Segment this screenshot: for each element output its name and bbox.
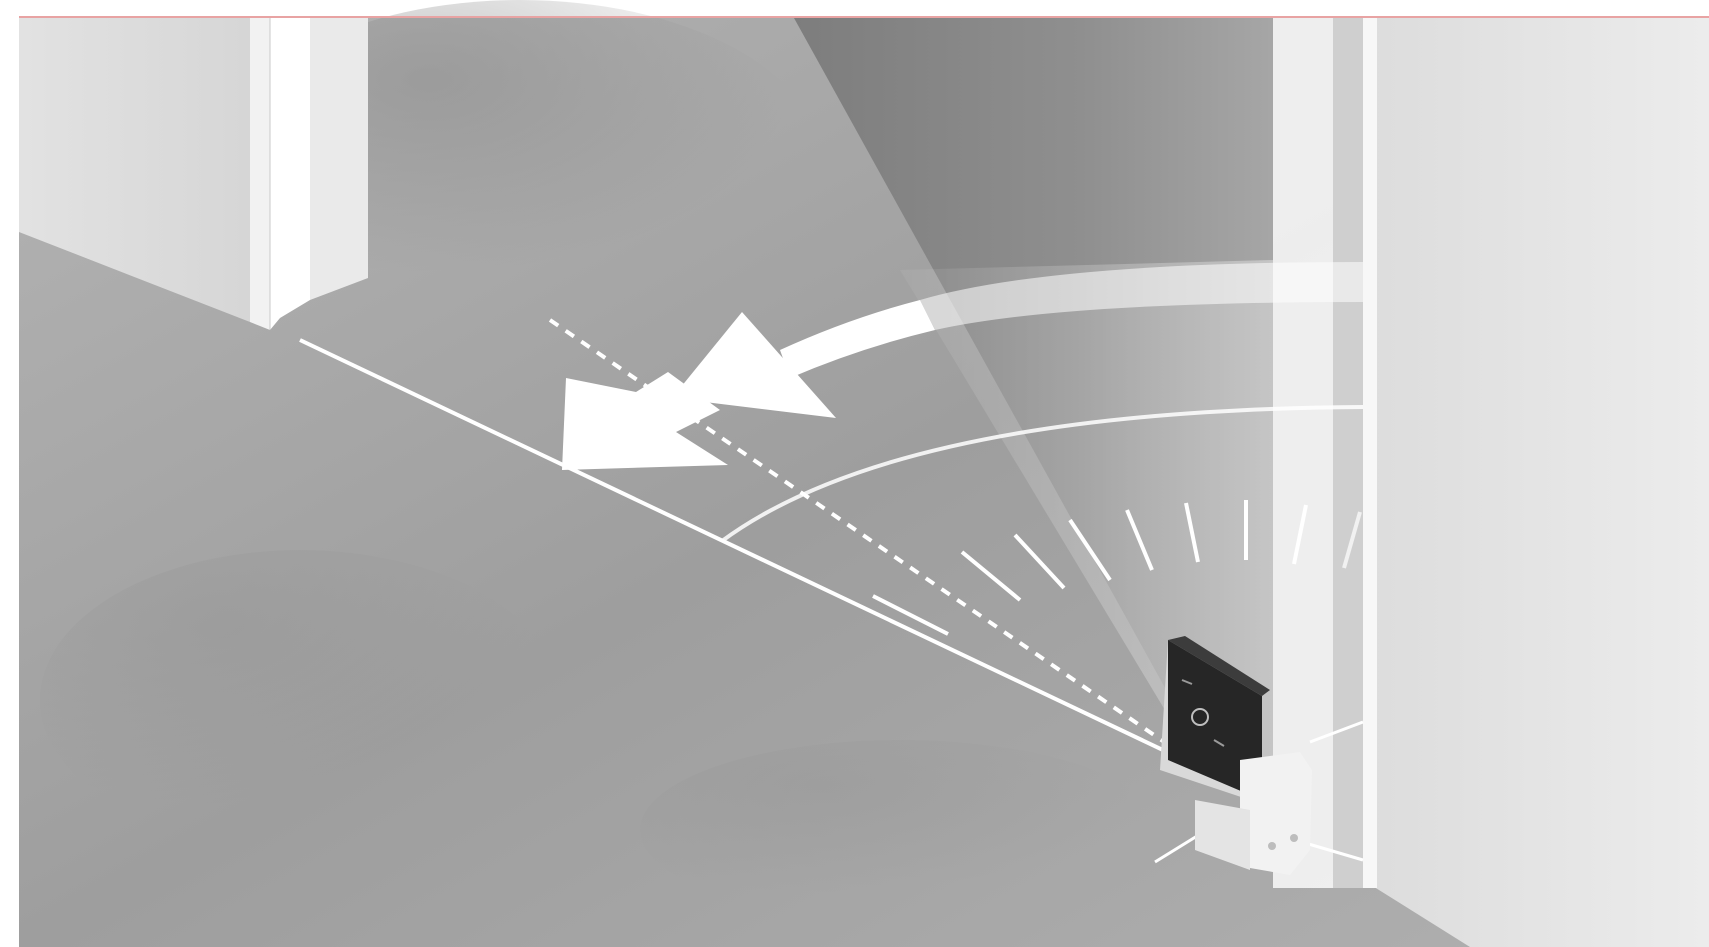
top-accent-rule — [19, 16, 1709, 18]
right-wall — [1363, 18, 1709, 947]
left-door-frame — [250, 18, 368, 330]
